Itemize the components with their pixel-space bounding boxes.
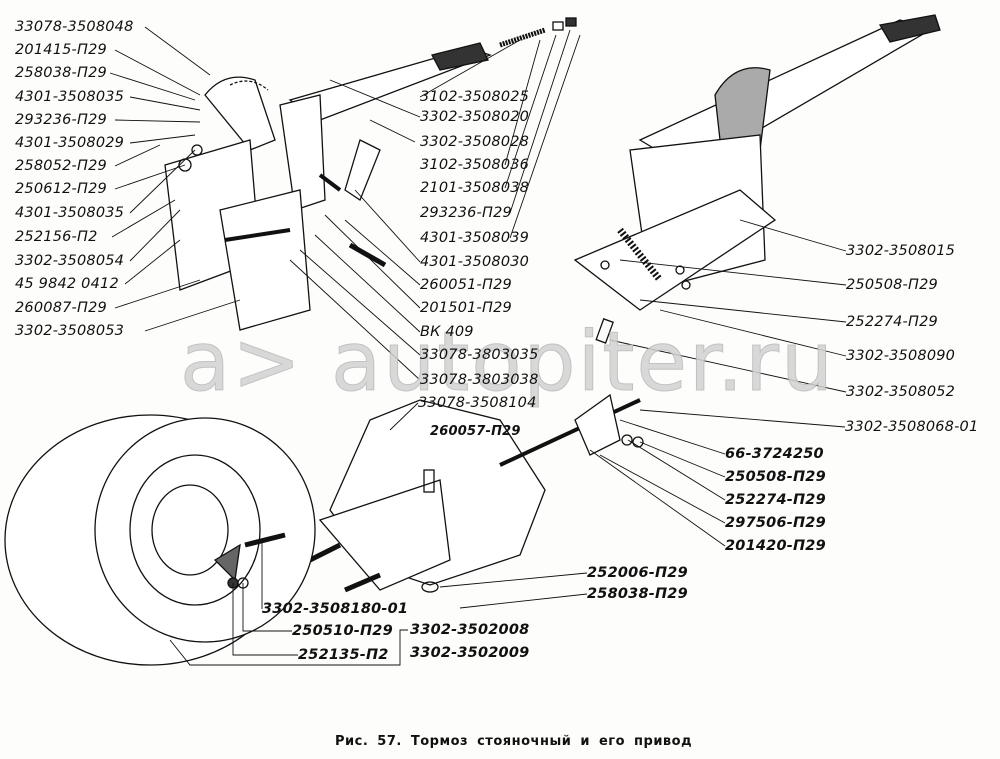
part-label: 3302-3508015 [846,243,956,259]
part-label: 252156-П2 [15,229,98,245]
part-label: 3302-3508054 [15,253,125,269]
part-label: 3302-3508180-01 [262,601,409,617]
part-label: 3302-3502009 [410,645,530,661]
part-label: 260057-П29 [430,424,521,439]
part-label: 293236-П29 [15,112,107,128]
part-label: 3302-3502008 [410,622,530,638]
part-label: 3302-3508053 [15,323,125,339]
part-label: 252135-П2 [298,647,389,663]
part-label: 4301-3508030 [420,254,530,270]
part-label: 4301-3508029 [15,135,125,151]
part-label: 33078-3508104 [418,395,537,411]
part-label: 250510-П29 [292,623,393,639]
part-label: 45 9842 0412 [15,276,119,292]
part-label: ВК 409 [420,324,474,340]
part-label: 297506-П29 [725,515,826,531]
part-label: 258038-П29 [15,65,107,81]
part-label: 258038-П29 [587,586,688,602]
part-label: 293236-П29 [420,205,512,221]
part-label: 252006-П29 [587,565,688,581]
part-label: 3302-3508028 [420,134,530,150]
part-label: 2101-3508038 [420,180,530,196]
part-label: 33078-3803035 [420,347,539,363]
brake-backing-plate [4,414,316,666]
part-label: 3102-3508025 [420,89,530,105]
part-label: 66-3724250 [725,446,824,462]
part-label: 4301-3508035 [15,89,125,105]
part-label: 33078-3803038 [420,372,539,388]
left-lever-assembly [164,17,577,331]
cable-equalizer [288,393,644,593]
leader-lines [109,26,847,666]
part-label: 3302-3508090 [846,348,956,364]
part-label: 250508-П29 [725,469,826,485]
part-label: 3302-3508052 [846,384,956,400]
part-label: 250612-П29 [15,181,107,197]
part-label: 258052-П29 [15,158,107,174]
part-label: 252274-П29 [846,314,938,330]
right-lever-assembly [573,14,941,344]
part-label: 3102-3508036 [420,157,530,173]
part-label: 252274-П29 [725,492,826,508]
part-label: 201415-П29 [15,42,107,58]
part-label: 4301-3508039 [420,230,530,246]
figure-caption: Рис. 57. Тормоз стояночный и его привод [335,734,693,749]
part-label: 33078-3508048 [15,19,134,35]
part-label: 201501-П29 [420,300,512,316]
part-label: 260051-П29 [420,277,512,293]
part-label: 260087-П29 [15,300,107,316]
part-label: 3302-3508020 [420,109,530,125]
part-label: 4301-3508035 [15,205,125,221]
part-label: 3302-3508068-01 [845,419,979,435]
part-label: 201420-П29 [725,538,826,554]
part-label: 250508-П29 [846,277,938,293]
